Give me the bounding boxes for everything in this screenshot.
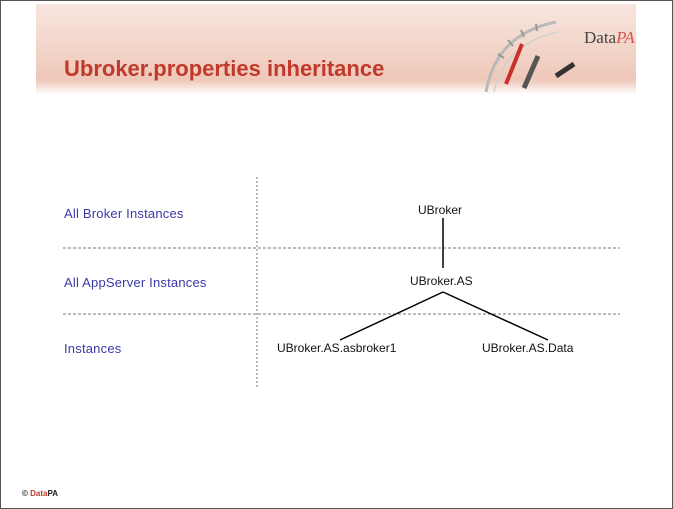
speedometer-icon [484,20,576,93]
node-ubroker-as-data: UBroker.AS.Data [482,341,574,355]
footer-copyright: © DataPA [22,489,58,498]
header-band [36,4,636,94]
edge-middle-left [339,291,444,341]
node-ubroker-as: UBroker.AS [410,274,473,288]
row-label-all-appserver-instances: All AppServer Instances [64,275,207,290]
row-label-all-broker-instances: All Broker Instances [64,206,184,221]
page-title: Ubroker.properties inheritance [64,56,385,81]
copyright-symbol: © [22,489,28,498]
edge-middle-right [442,291,549,341]
row-label-instances: Instances [64,341,122,356]
logo-accent: PA [616,28,635,47]
footer-brand: Data [30,489,48,498]
logo-text: Data [584,28,617,47]
footer-brand-suffix: PA [47,489,59,498]
node-ubroker: UBroker [418,203,463,217]
datapa-logo: DataPA [584,28,635,48]
node-ubroker-as-asbroker1: UBroker.AS.asbroker1 [277,341,397,355]
